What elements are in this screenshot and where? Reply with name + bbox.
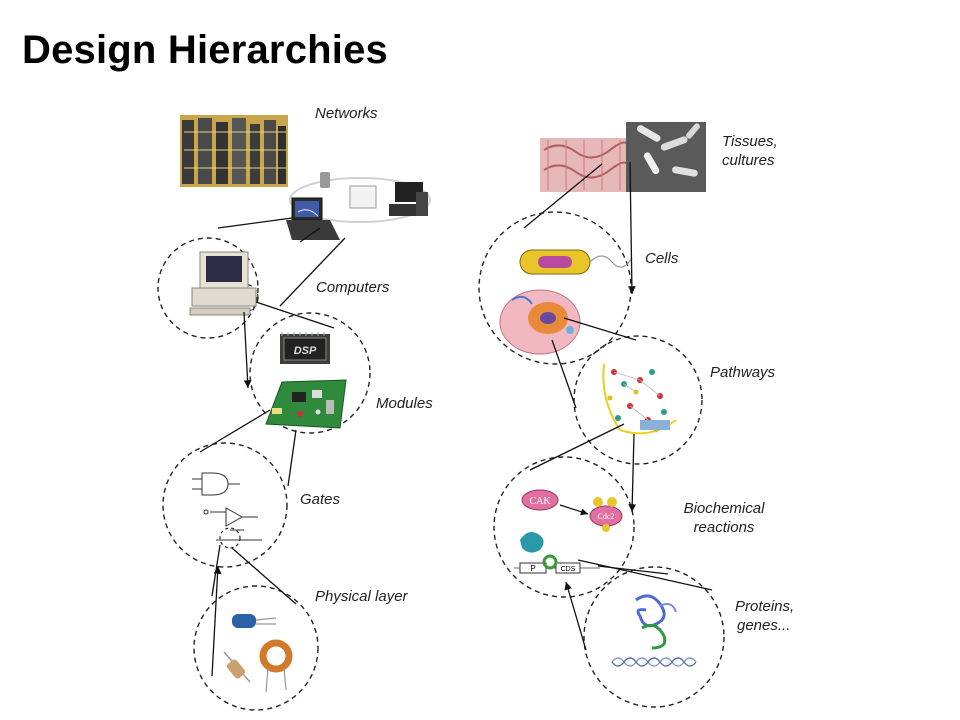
logic-gate-schematic bbox=[192, 472, 262, 541]
pathway-network-image bbox=[602, 363, 677, 435]
svg-text:P: P bbox=[530, 564, 535, 573]
pathways-circle bbox=[573, 335, 703, 465]
label-modules: Modules bbox=[376, 395, 433, 412]
protein-structure-image bbox=[635, 594, 677, 650]
label-tissues-line1: Tissues, bbox=[722, 133, 778, 150]
label-physical-layer: Physical layer bbox=[315, 588, 408, 605]
cdc2-molecule: Cdc2 bbox=[589, 497, 623, 532]
label-computers: Computers bbox=[316, 279, 390, 296]
svg-text:CDS: CDS bbox=[561, 566, 576, 573]
biology-connectors bbox=[523, 161, 713, 651]
label-gates: Gates bbox=[300, 491, 341, 508]
label-biochemical-line1: Biochemical bbox=[683, 500, 765, 517]
biochemical-reactions-circle bbox=[493, 456, 635, 598]
dna-helix-image bbox=[611, 657, 697, 667]
svg-text:Cdc2: Cdc2 bbox=[598, 512, 615, 521]
gates-circle bbox=[162, 442, 288, 568]
resistor-image bbox=[223, 651, 251, 683]
eukaryotic-cell-image bbox=[499, 289, 581, 355]
capacitor-image bbox=[232, 614, 277, 628]
gate-zoom-circle bbox=[219, 527, 241, 549]
circuit-board-image bbox=[265, 379, 347, 429]
modules-circle bbox=[249, 312, 371, 434]
label-proteins-line2: genes... bbox=[737, 617, 791, 634]
electronics-connectors bbox=[199, 217, 346, 677]
physical-layer-circle bbox=[193, 585, 319, 711]
label-networks: Networks bbox=[315, 105, 378, 122]
cak-molecule: CAK bbox=[521, 489, 559, 511]
dsp-chip-label: DSP bbox=[294, 345, 317, 357]
reaction-arrow bbox=[559, 504, 589, 516]
proteins-genes-circle bbox=[583, 566, 725, 708]
server-room-image bbox=[180, 115, 288, 187]
desktop-computer-image bbox=[189, 251, 257, 316]
bacteria-culture-image bbox=[626, 122, 706, 192]
gene-construct: P CDS bbox=[514, 532, 600, 574]
page-title: Design Hierarchies bbox=[22, 28, 388, 72]
svg-text:CAK: CAK bbox=[529, 496, 551, 507]
label-biochemical-line2: reactions bbox=[693, 519, 755, 536]
network-devices-image bbox=[286, 172, 431, 240]
label-pathways: Pathways bbox=[710, 364, 776, 381]
bacterium-cell-image bbox=[519, 249, 633, 275]
label-cells: Cells bbox=[645, 250, 679, 267]
computers-circle bbox=[157, 237, 259, 339]
tissue-image bbox=[540, 138, 630, 192]
dsp-chip-image: DSP bbox=[280, 332, 330, 364]
label-tissues-line2: cultures bbox=[722, 152, 775, 169]
label-proteins-line1: Proteins, bbox=[735, 598, 795, 615]
toroid-inductor-image bbox=[259, 639, 293, 693]
